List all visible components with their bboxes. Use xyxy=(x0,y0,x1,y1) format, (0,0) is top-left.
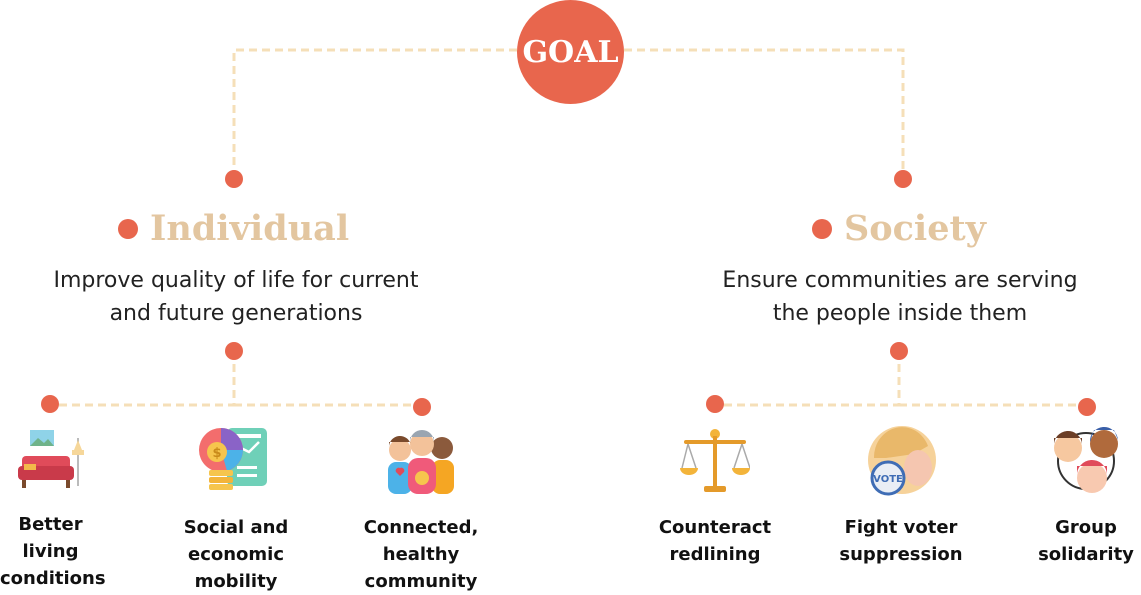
outcome-label-line: Counteract xyxy=(658,517,772,538)
outcome-label-line: solidarity xyxy=(1038,544,1134,565)
outcome-label-line: healthy xyxy=(382,544,460,565)
outcome-label-line: living xyxy=(22,541,79,562)
individual-branch-dot xyxy=(225,342,243,360)
outcome-label-line: suppression xyxy=(839,544,963,565)
outcome-label-mobility: Social and economic mobility xyxy=(175,514,297,595)
vote-icon: VOTE xyxy=(868,426,936,496)
outcome-label-line: redlining xyxy=(669,544,761,565)
outcome-label-suppression: Fight voter suppression xyxy=(835,514,967,568)
society-description: Ensure communities are serving the peopl… xyxy=(700,264,1100,330)
sofa-icon xyxy=(18,430,84,488)
outcome-label-line: Fight voter xyxy=(844,517,958,538)
society-description-line2: the people inside them xyxy=(772,301,1028,326)
society-description-line1: Ensure communities are serving xyxy=(722,268,1078,293)
individual-title: Individual xyxy=(150,208,350,249)
outcome-label-line: Social and xyxy=(183,517,289,538)
outcome-dot-solidarity xyxy=(1078,398,1096,416)
individual-description: Improve quality of life for current and … xyxy=(36,264,436,330)
goal-to-society-line xyxy=(624,48,905,178)
outcome-label-line: mobility xyxy=(194,571,278,592)
society-title: Society xyxy=(844,208,986,249)
individual-description-line2: and future generations xyxy=(109,301,363,326)
outcome-label-line: Connected, xyxy=(363,517,479,538)
outcome-label-line: conditions xyxy=(0,568,106,589)
svg-text:VOTE: VOTE xyxy=(873,474,903,485)
finance-chart-icon: $ xyxy=(199,428,267,490)
outcome-label-line: Better xyxy=(18,514,83,535)
individual-branch-line xyxy=(50,351,422,407)
outcome-label-line: community xyxy=(364,571,478,592)
society-branch-dot xyxy=(890,342,908,360)
society-branch-line xyxy=(715,351,1087,407)
goal-to-individual-line xyxy=(232,48,517,178)
outcome-label-solidarity: Group solidarity xyxy=(1036,514,1136,568)
individual-bullet-icon xyxy=(118,218,138,239)
outcome-label-line: Group xyxy=(1055,517,1117,538)
individual-description-line1: Improve quality of life for current xyxy=(53,268,419,293)
outcome-dot-living xyxy=(41,395,59,413)
goal-circle: GOAL xyxy=(517,0,624,104)
outcome-label-redlining: Counteract redlining xyxy=(655,514,775,568)
outcome-label-community: Connected, healthy community xyxy=(360,514,482,595)
outcome-dot-redlining xyxy=(706,395,724,413)
individual-node-dot xyxy=(225,170,243,188)
outcome-label-line: economic xyxy=(187,544,285,565)
svg-text:$: $ xyxy=(212,446,221,461)
scales-of-justice-icon xyxy=(680,429,750,492)
group-faces-icon xyxy=(1053,426,1118,493)
society-bullet-icon xyxy=(812,218,832,239)
goal-label: GOAL xyxy=(522,34,619,70)
outcome-dot-community xyxy=(413,398,431,416)
society-node-dot xyxy=(894,170,912,188)
community-people-icon xyxy=(388,430,454,494)
individual-heading: Individual xyxy=(118,208,349,249)
outcome-label-living: Better living conditions xyxy=(0,511,106,592)
society-heading: Society xyxy=(812,208,986,249)
